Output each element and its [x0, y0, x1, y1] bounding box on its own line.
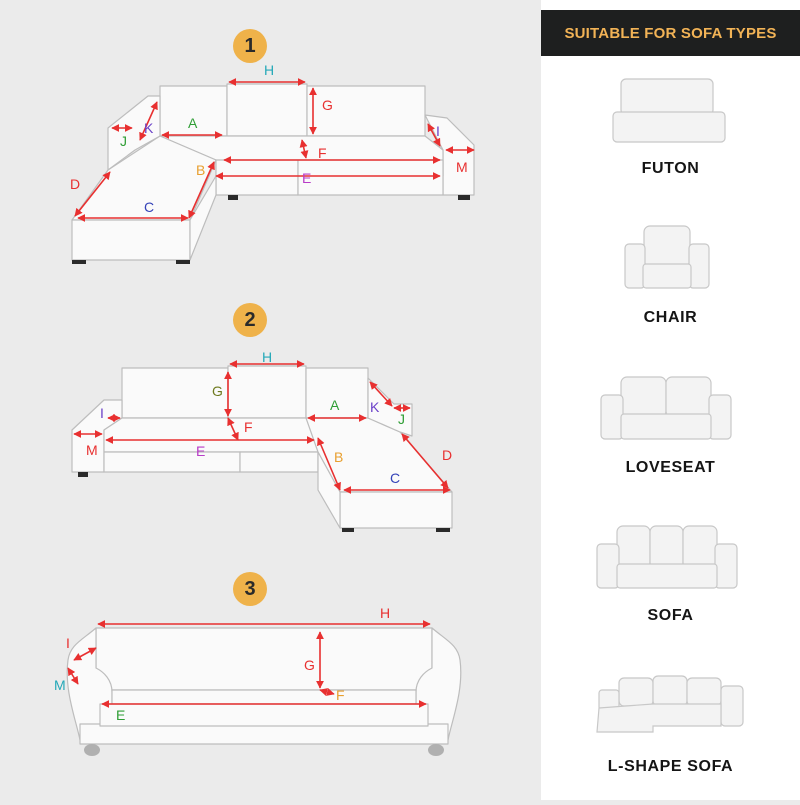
type-label-chair: CHAIR	[643, 309, 698, 326]
label-e: E	[196, 443, 205, 459]
sofa-type-illustrations	[596, 78, 744, 733]
label-j: J	[120, 133, 127, 149]
label-g: G	[212, 383, 223, 399]
label-j: J	[398, 411, 405, 427]
measurement-arrows	[67, 78, 475, 708]
step-1-badge: 1	[233, 29, 267, 63]
label-e: E	[302, 170, 311, 186]
step-3-badge: 3	[233, 572, 267, 606]
label-i: I	[436, 123, 440, 139]
label-i: I	[100, 405, 104, 421]
label-f: F	[336, 687, 345, 703]
diagram-1-l-shape-sofa	[71, 83, 475, 261]
label-f: F	[244, 419, 253, 435]
label-a: A	[188, 115, 198, 131]
type-label-futon: FUTON	[641, 160, 700, 177]
label-m: M	[54, 677, 66, 693]
label-c: C	[390, 470, 400, 486]
type-label-l-shape-sofa: L-SHAPE SOFA	[607, 758, 734, 775]
step-2-badge: 2	[233, 303, 267, 337]
label-h: H	[380, 605, 390, 621]
label-a: A	[330, 397, 340, 413]
diagram-3-classic-sofa	[66, 627, 462, 745]
label-m: M	[86, 442, 98, 458]
futon-icon	[612, 78, 726, 143]
label-k: K	[370, 399, 380, 415]
label-d: D	[70, 176, 80, 192]
sofa-types-header: SUITABLE FOR SOFA TYPES	[541, 10, 800, 56]
label-b: B	[196, 162, 205, 178]
measurement-diagrams: H G A J K F B E D C I M H G I M F E A K …	[54, 62, 475, 756]
label-g: G	[322, 97, 333, 113]
l-shape-sofa-icon	[596, 675, 744, 733]
label-d: D	[442, 447, 452, 463]
sofa-icon	[596, 525, 738, 589]
sofa-types-panel	[541, 0, 800, 800]
chair-icon	[624, 225, 710, 289]
label-b: B	[334, 449, 343, 465]
label-i: I	[66, 635, 70, 651]
type-label-loveseat: LOVESEAT	[625, 459, 716, 476]
loveseat-icon	[600, 376, 732, 440]
type-label-sofa: SOFA	[647, 607, 694, 624]
label-e: E	[116, 707, 125, 723]
label-f: F	[318, 145, 327, 161]
label-g: G	[304, 657, 315, 673]
label-h: H	[264, 62, 274, 78]
diagram-2-l-shape-sofa	[71, 365, 453, 529]
measurement-diagram-panel: H G A J K F B E D C I M H G I M F E A K …	[54, 29, 475, 756]
label-c: C	[144, 199, 154, 215]
label-m: M	[456, 159, 468, 175]
label-h: H	[262, 349, 272, 365]
label-k: K	[144, 120, 154, 136]
